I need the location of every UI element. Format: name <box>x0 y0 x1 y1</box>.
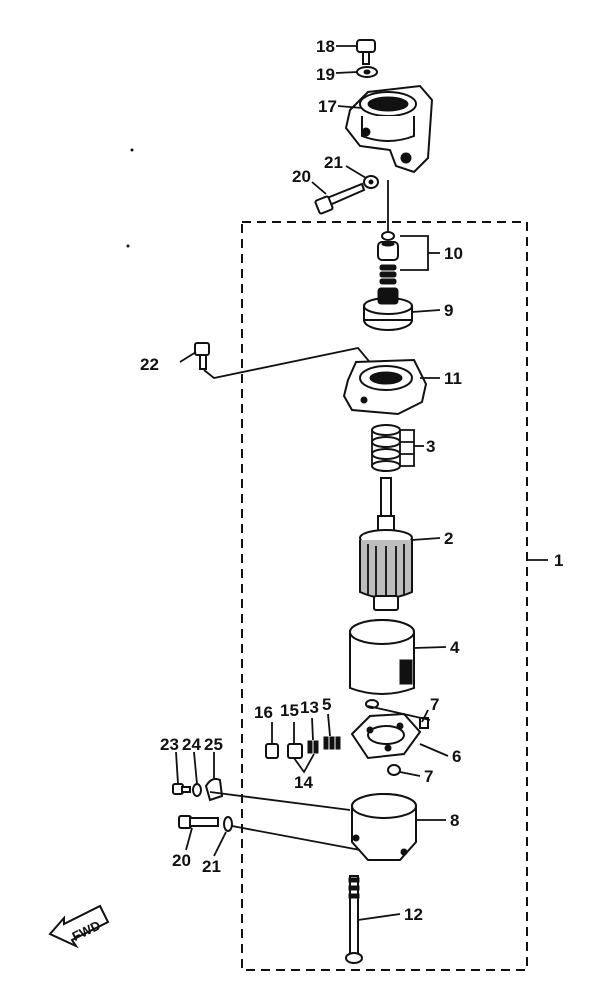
part-2-armature <box>359 477 413 611</box>
part-11-front-cover <box>342 358 428 416</box>
part-5-spring <box>323 736 341 750</box>
label-part-21-upper: 21 <box>324 153 343 172</box>
part-6-brush-holder <box>350 712 422 760</box>
label-part-8: 8 <box>450 811 459 830</box>
part-20-bolt-lower <box>178 815 219 829</box>
part-25-terminal <box>204 777 224 802</box>
part-8-rear-cover <box>351 793 417 861</box>
label-part-15: 15 <box>280 701 299 720</box>
part-17-upper-bracket <box>344 84 434 174</box>
label-part-20-lower: 20 <box>172 851 191 870</box>
label-part-21-lower: 21 <box>202 857 221 876</box>
label-part-13: 13 <box>300 698 319 717</box>
part-10-collar-and-spring <box>377 231 399 285</box>
label-part-17: 17 <box>318 97 337 116</box>
part-7-screw-upper <box>365 699 429 729</box>
label-part-6: 6 <box>452 747 461 766</box>
label-part-14: 14 <box>294 773 313 792</box>
stray-dot <box>130 148 134 152</box>
label-leaders <box>175 45 548 921</box>
assembly-boundary-box <box>241 221 528 971</box>
leader-22 <box>203 347 379 379</box>
label-part-10: 10 <box>444 244 463 263</box>
part-9-pinion-gear <box>363 287 413 331</box>
part-3-spacer-stack <box>371 424 401 472</box>
part-23-bolt <box>172 783 191 795</box>
label-part-23: 23 <box>160 735 179 754</box>
label-part-7-lower: 7 <box>424 767 433 786</box>
label-part-18: 18 <box>316 37 335 56</box>
label-part-20-upper: 20 <box>292 167 311 186</box>
part-15-brush <box>287 743 303 759</box>
leader-20-21-lower <box>231 825 361 851</box>
label-part-22: 22 <box>140 355 159 374</box>
leader-23-25 <box>209 791 351 811</box>
label-part-4: 4 <box>450 638 460 657</box>
label-part-3: 3 <box>426 437 435 456</box>
part-19-washer <box>356 66 378 78</box>
label-part-5: 5 <box>322 695 331 714</box>
label-part-24: 24 <box>182 735 201 754</box>
part-24-washer <box>192 783 202 797</box>
part-20-bolt-upper <box>314 182 366 215</box>
label-part-19: 19 <box>316 65 335 84</box>
part-22-bolt <box>194 342 210 370</box>
label-part-11: 11 <box>444 369 462 388</box>
part-21-washer-lower <box>223 816 233 832</box>
label-part-16: 16 <box>254 703 273 722</box>
label-part-2: 2 <box>444 529 453 548</box>
label-part-9: 9 <box>444 301 453 320</box>
label-part-1: 1 <box>554 551 563 570</box>
label-part-25: 25 <box>204 735 223 754</box>
part-21-washer-upper <box>363 175 379 189</box>
part-13-spring <box>307 740 319 754</box>
part-16-brush <box>265 743 279 759</box>
fwd-arrow-icon: FWD <box>48 904 110 949</box>
part-18-bolt <box>356 39 376 65</box>
part-7-screw-lower <box>387 764 401 776</box>
part-4-yoke <box>349 619 415 695</box>
part-12-through-bolt <box>345 875 363 964</box>
label-part-12: 12 <box>404 905 423 924</box>
stray-dot <box>126 244 130 248</box>
leader-7-upper-link <box>367 705 431 721</box>
label-part-7-upper: 7 <box>430 695 439 714</box>
